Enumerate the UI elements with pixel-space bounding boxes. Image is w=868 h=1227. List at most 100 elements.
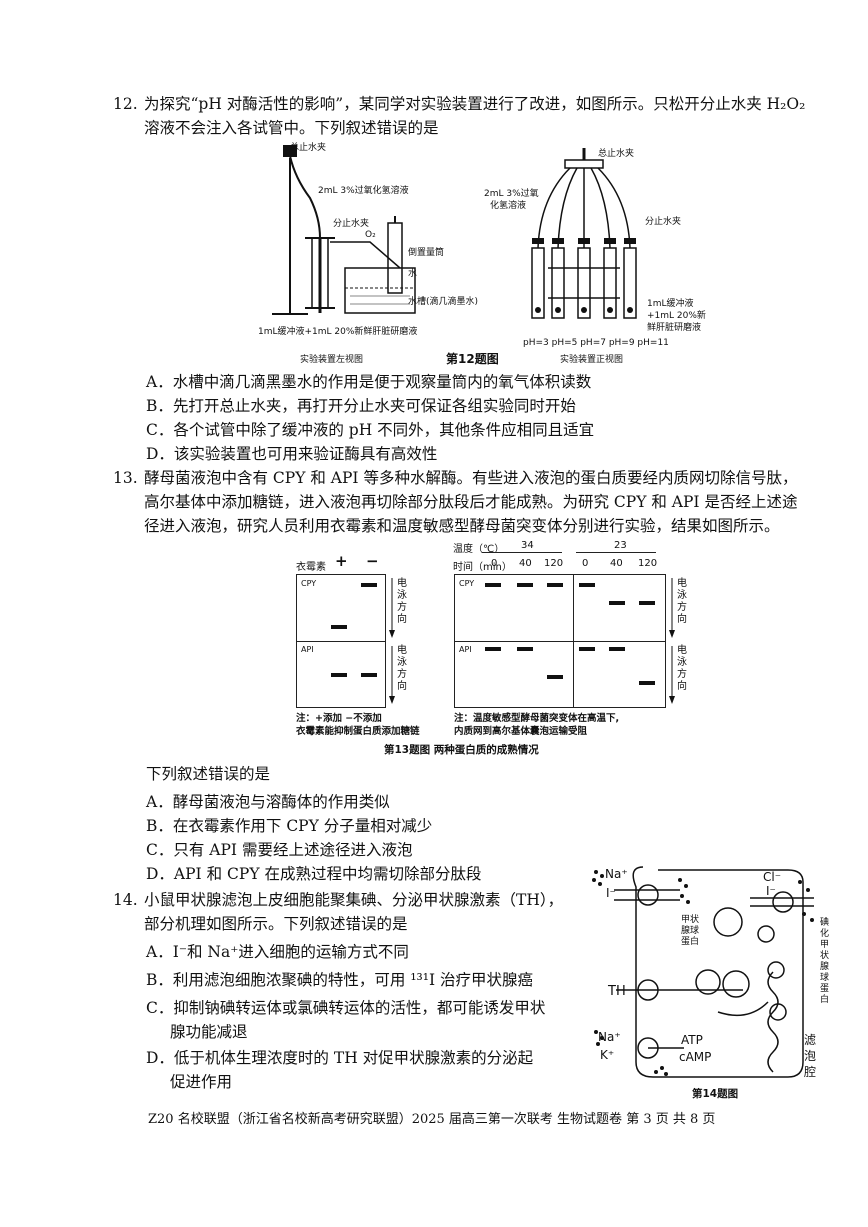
q13-temp-23: 23 [614,540,627,551]
q14-option-b: B．利用滤泡细胞浓聚碘的特性，可用 ¹³¹I 治疗甲状腺癌 [146,971,534,989]
gel-band [609,601,625,605]
q12-right-buffer-line2: +1mL 20%新 [647,311,706,321]
q13-note-left-2: 衣霉素能抑制蛋白质添加糖链 [296,726,420,737]
gel-band [361,673,377,677]
q12-left-clamp-label: 总止水夹 [290,143,327,153]
q13-time-120a: 120 [544,558,564,569]
q14-atp-label: ATP [681,1033,703,1047]
q14-option-c-line2: 腺功能减退 [170,1023,248,1041]
q13-temp-34: 34 [521,540,534,551]
gel-band [639,681,655,685]
q13-prompt: 下列叙述错误的是 [146,765,271,783]
q12-left-caption: 实验装置左视图 [300,355,364,365]
q12-number: 12. [113,95,138,113]
q14-camp-label: cAMP [679,1050,712,1064]
q12-o2-label: O₂ [365,230,376,240]
q13-time-40a: 40 [519,558,532,569]
q13-option-b: B．在衣霉素作用下 CPY 分子量相对减少 [146,817,433,835]
q13-time-120b: 120 [638,558,658,569]
page-footer: Z20 名校联盟（浙江省名校新高考研究联盟）2025 届高三第一次联考 生物试题… [148,1112,716,1127]
q12-ph-labels: pH=3 pH=5 pH=7 pH=9 pH=11 [523,338,669,348]
q12-option-b: B．先打开总止水夹，再打开分止水夹可保证各组实验同时开始 [146,397,576,415]
q14-na2-label: Na⁺ [598,1030,621,1044]
q13-stem-line2: 高尔基体中添加糖链，进入液泡再切除部分肽段后才能成熟。为研究 CPY 和 API… [144,493,798,511]
q13-note-left-1: 注：+添加 −不添加 [296,713,382,724]
q13-time-40b: 40 [610,558,623,569]
q13-time-0b: 0 [582,558,589,569]
q12-right-buffer-line3: 鲜肝脏研磨液 [647,323,702,333]
q14-na-label: Na⁺ [605,867,628,881]
q13-stem-line1: 酵母菌液泡中含有 CPY 和 API 等多种水解酶。有些进入液泡的蛋白质要经内质… [144,469,798,487]
q12-right-caption: 实验装置正视图 [560,355,624,365]
q14-stem-line2: 部分机理如图所示。下列叙述错误的是 [144,915,408,933]
q14-cl-label: Cl⁻ [763,870,782,884]
q12-option-c: C．各个试管中除了缓冲液的 pH 不同外，其他条件应相同且适宜 [146,421,595,439]
q12-option-a: A．水槽中滴几滴黑墨水的作用是便于观察量筒内的氧气体积读数 [146,373,592,391]
q13-left-direction-1: 电泳方向 [397,578,407,625]
q14-thyroglobulin-label: 甲状腺球蛋白 [681,915,700,947]
q12-left-bottom-label: 1mL缓冲液+1mL 20%新鲜肝脏研磨液 [258,327,418,337]
q12-option-d: D．该实验装置也可用来验证酶具有高效性 [146,445,438,463]
gel-band [579,583,595,587]
q12-figure-title: 第12题图 [446,352,499,366]
gel-band [517,647,533,651]
q14-iodinated-label: 碘化甲状腺球蛋白 [820,918,830,1005]
gel-band [517,583,533,587]
q14-option-d-line1: D．低于机体生理浓度时的 TH 对促甲状腺激素的分泌起 [146,1049,534,1067]
q13-minus-label: − [366,552,379,570]
q14-cell-figure [592,866,814,1078]
q12-right-subclamp-label: 分止水夹 [645,217,682,227]
gel-band [361,583,377,587]
q14-figure-title: 第14题图 [692,1088,739,1100]
q13-right-direction-arrows [669,578,675,704]
gel-band [331,673,347,677]
q13-tunicamycin-label: 衣霉素 [296,562,326,573]
q14-option-c-line1: C．抑制钠碘转运体或氯碘转运体的活性，都可能诱发甲状 [146,999,546,1017]
q13-option-c: C．只有 API 需要经上述途径进入液泡 [146,841,413,859]
q13-right-gel: CPY API [454,574,666,708]
q12-stem-line1: 为探究“pH 对酶活性的影响”，某同学对实验装置进行了改进，如图所示。只松开分止… [144,95,806,113]
q12-right-clamp-label: 总止水夹 [598,149,635,159]
q13-stem-line3: 径进入液泡，研究人员利用衣霉素和温度敏感型酵母菌突变体分别进行实验，结果如图所示… [144,517,780,535]
q13-figure-title: 第13题图 两种蛋白质的成熟情况 [384,744,539,756]
q13-right-direction-1: 电泳方向 [677,578,687,625]
q13-left-direction-2: 电泳方向 [397,645,407,692]
q12-left-h2o2-label: 2mL 3%过氧化氢溶液 [318,186,409,196]
gel-band [547,675,563,679]
q14-lumen-label: 滤泡腔 [804,1033,817,1079]
q12-right-h2o2-line1: 2mL 3%过氧 [484,189,539,199]
q13-left-gel: CPY API [296,574,386,708]
q13-left-cpy-label: CPY [301,579,317,588]
q12-right-buffer-line1: 1mL缓冲液 [647,299,694,309]
q12-apparatus-figure [272,145,637,319]
q14-option-a: A．I⁻和 Na⁺进入细胞的运输方式不同 [146,943,409,961]
q14-i-label: I⁻ [606,886,616,900]
q13-plus-label: + [335,552,348,570]
q13-right-cpy-label: CPY [459,579,475,588]
q14-stem-line1: 小鼠甲状腺滤泡上皮细胞能聚集碘、分泌甲状腺激素（TH）， [144,891,564,909]
q13-number: 13. [113,469,138,487]
q13-left-api-label: API [301,645,314,654]
q12-left-subclamp-label: 分止水夹 [333,219,370,229]
q12-right-h2o2-line2: 化氢溶液 [490,201,527,211]
gel-band [639,601,655,605]
gel-band [579,647,595,651]
gel-band [547,583,563,587]
q14-option-d-line2: 促进作用 [170,1073,233,1091]
q13-option-d: D．API 和 CPY 在成熟过程中均需切除部分肽段 [146,865,482,883]
q12-trough-label: 水槽(滴几滴墨水) [408,297,479,307]
q14-number: 14. [113,891,138,909]
q13-temp-label: 温度（℃） [453,544,505,555]
q13-option-a: A．酵母菌液泡与溶酶体的作用类似 [146,793,390,811]
gel-band [485,583,501,587]
q14-th-label: TH [608,984,626,999]
q13-right-api-label: API [459,645,472,654]
gel-band [609,647,625,651]
q12-water-label: 水 [408,269,418,279]
q12-stem-line2: 溶液不会注入各试管中。下列叙述错误的是 [144,119,439,137]
q13-left-direction-arrows [389,578,395,704]
q14-k-label: K⁺ [600,1048,615,1062]
q13-note-right-2: 内质网到高尔基体囊泡运输受阻 [454,726,588,737]
q12-cylinder-label: 倒置量筒 [408,248,445,258]
q13-right-direction-2: 电泳方向 [677,645,687,692]
